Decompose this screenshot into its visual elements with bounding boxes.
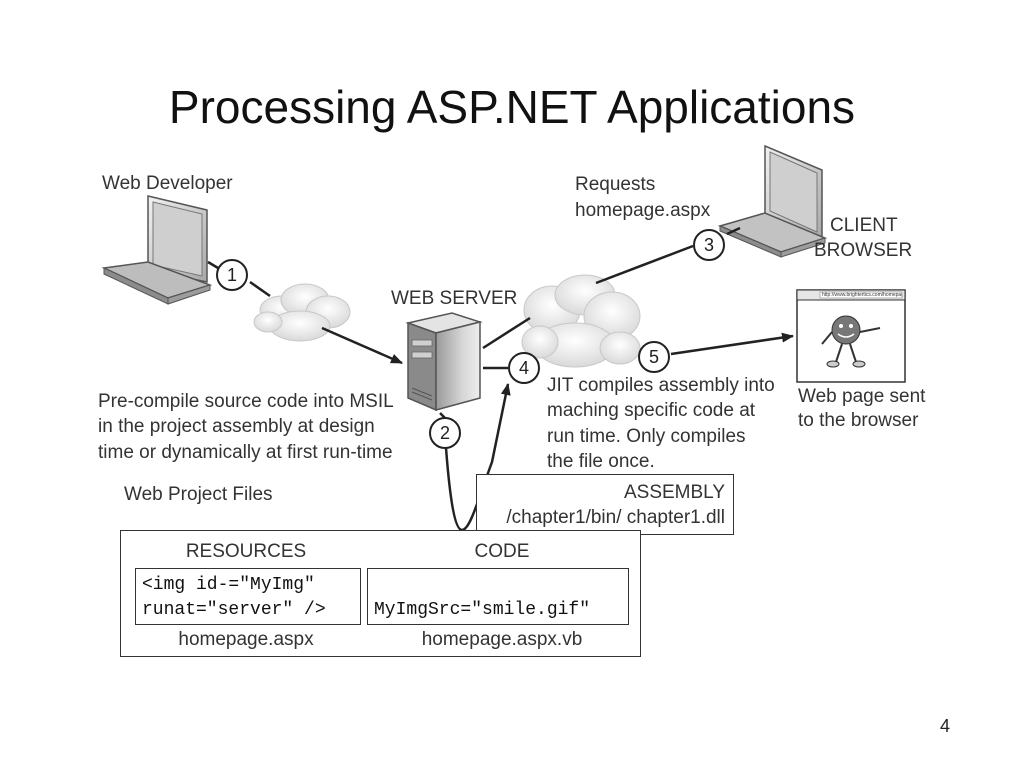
web-developer-label: Web Developer <box>102 173 233 194</box>
page-number: 4 <box>940 716 951 736</box>
precompile-note-line-2: in the project assembly at design <box>98 416 375 437</box>
client-laptop-icon <box>717 144 828 258</box>
network-cloud-right <box>521 274 641 368</box>
webpage-sent-line-1: Web page sent <box>798 386 926 407</box>
assembly-box: ASSEMBLY /chapter1/bin/ chapter1.dll <box>476 474 734 535</box>
precompile-note-line-1: Pre-compile source code into MSIL <box>98 391 394 412</box>
web-project-files-label: Web Project Files <box>124 484 273 505</box>
assembly-heading: ASSEMBLY <box>623 482 725 503</box>
web-project-files-box: RESOURCES CODE <img id-="MyImg" runat="s… <box>120 530 641 657</box>
resources-code-line-2: runat="server" /> <box>142 600 326 620</box>
browser-window-icon <box>796 289 906 383</box>
requests-file-label: homepage.aspx <box>575 200 711 221</box>
step-2-badge: 2 <box>429 417 461 449</box>
code-behind-line: MyImgSrc="smile.gif" <box>374 600 591 620</box>
step-1-badge: 1 <box>216 259 248 291</box>
code-behind-box: MyImgSrc="smile.gif" <box>367 568 629 625</box>
web-server-icon <box>405 312 483 412</box>
step-4-badge: 4 <box>508 352 540 384</box>
web-server-label: WEB SERVER <box>391 288 518 309</box>
jit-note-line-1: JIT compiles assembly into <box>547 375 775 396</box>
resources-code-box: <img id-="MyImg" runat="server" /> <box>135 568 361 625</box>
assembly-path: /chapter1/bin/ chapter1.dll <box>506 507 725 528</box>
jit-note-line-4: the file once. <box>547 451 655 472</box>
precompile-note-line-3: time or dynamically at first run-time <box>98 442 393 463</box>
jit-note-line-3: run time. Only compiles <box>547 426 746 447</box>
developer-laptop-icon <box>101 195 213 305</box>
webpage-sent-line-2: to the browser <box>798 410 919 431</box>
network-cloud-left <box>253 283 351 342</box>
code-heading: CODE <box>474 541 530 562</box>
step-3-badge: 3 <box>693 229 725 261</box>
browser-address-text: http://www.brightertics.com/homepage.htm <box>822 292 902 298</box>
step-5-badge: 5 <box>638 341 670 373</box>
resources-file-name: homepage.aspx <box>178 629 314 650</box>
resources-code-line-1: <img id-="MyImg" <box>142 575 315 595</box>
requests-label: Requests <box>575 174 656 195</box>
resources-heading: RESOURCES <box>185 541 307 562</box>
slide-title: Processing ASP.NET Applications <box>168 81 856 133</box>
code-file-name: homepage.aspx.vb <box>421 629 583 650</box>
browser-label: BROWSER <box>814 240 913 261</box>
jit-note-line-2: maching specific code at <box>547 400 756 421</box>
client-label: CLIENT <box>830 215 898 236</box>
